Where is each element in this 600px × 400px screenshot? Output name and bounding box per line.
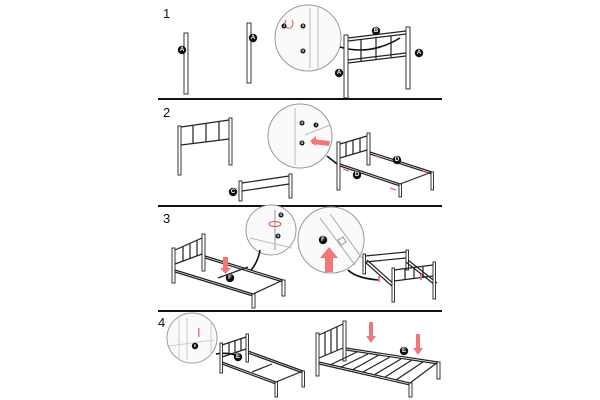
step-3: 3 F G G (163, 204, 438, 309)
part-label-text: D (395, 157, 400, 163)
part-label-text: F (321, 237, 325, 243)
zoom-callout (297, 206, 365, 274)
zoom-label: J (315, 123, 317, 127)
zoom-label: G (302, 24, 305, 28)
marker-icon (378, 276, 380, 282)
zoom-callout: J G G (274, 4, 342, 72)
rotate-icon (284, 19, 294, 29)
part-label-text: A (180, 47, 185, 53)
part-label-text: D (355, 172, 360, 178)
step-number: 4 (158, 315, 165, 330)
rotate-icon (268, 221, 282, 227)
callout-leader (250, 249, 261, 271)
headboard (177, 117, 233, 176)
arrow-down-icon (198, 328, 200, 337)
zoom-label: G (302, 49, 305, 53)
arrow-down-icon (413, 334, 423, 355)
step-number: 1 (163, 6, 170, 21)
footboard (238, 173, 293, 202)
bed-frame (171, 233, 286, 309)
step-number: 3 (163, 211, 170, 226)
arrow-left-icon (312, 139, 330, 146)
part-label-text: A (417, 50, 422, 56)
part-label-a: A (177, 45, 187, 55)
callout-leader (326, 155, 338, 165)
part-label-e: E (399, 346, 409, 356)
part-label-text: A (337, 70, 342, 76)
part-label-b: B (371, 26, 381, 36)
zoom-label: G (280, 213, 283, 217)
part-label-d: D (392, 155, 402, 165)
headboard (343, 26, 411, 99)
part-label-e: E (233, 352, 243, 362)
frame-tilted (362, 249, 438, 303)
part-label-d: D (352, 170, 362, 180)
step-2: 2 C G J G (163, 103, 434, 202)
part-label-a: A (334, 68, 344, 78)
part-label-c: C (228, 187, 238, 197)
arrow-head-icon (310, 136, 316, 146)
arrow-down-icon (220, 257, 231, 274)
part-label-text: F (228, 275, 232, 281)
part-label-a: A (414, 48, 424, 58)
part-label-text: E (402, 348, 406, 354)
zoom-callout: E (166, 312, 218, 364)
callout-leader (347, 269, 379, 281)
arrow-down-icon (366, 322, 376, 343)
part-label-f: F (318, 235, 328, 245)
part-label-a: A (248, 33, 258, 43)
part-label-text: A (251, 35, 256, 41)
zoom-callout: G G (245, 204, 297, 256)
step-1: 1 J G G A A B A A (163, 4, 424, 99)
leg-post-a (183, 32, 189, 95)
bed-frame (336, 132, 434, 198)
part-label-f: F (225, 273, 235, 283)
arrow-up-icon (320, 247, 338, 272)
zoom-label: G (301, 121, 304, 125)
marker-icon (420, 274, 422, 280)
zoom-callout: G J G (267, 103, 333, 169)
zoom-label: E (194, 344, 197, 348)
step-4: E E (158, 312, 441, 398)
part-label-text: B (374, 28, 379, 34)
zoom-label: G (277, 234, 280, 238)
step-number: 2 (163, 105, 170, 120)
bed-frame (219, 333, 305, 398)
leg-post-a (246, 22, 252, 84)
slats (329, 351, 424, 381)
bed-frame-with-slats (315, 320, 441, 398)
part-label-text: E (236, 354, 240, 360)
zoom-label: G (301, 141, 304, 145)
zoom-label: J (283, 24, 285, 28)
part-label-text: C (231, 189, 236, 195)
